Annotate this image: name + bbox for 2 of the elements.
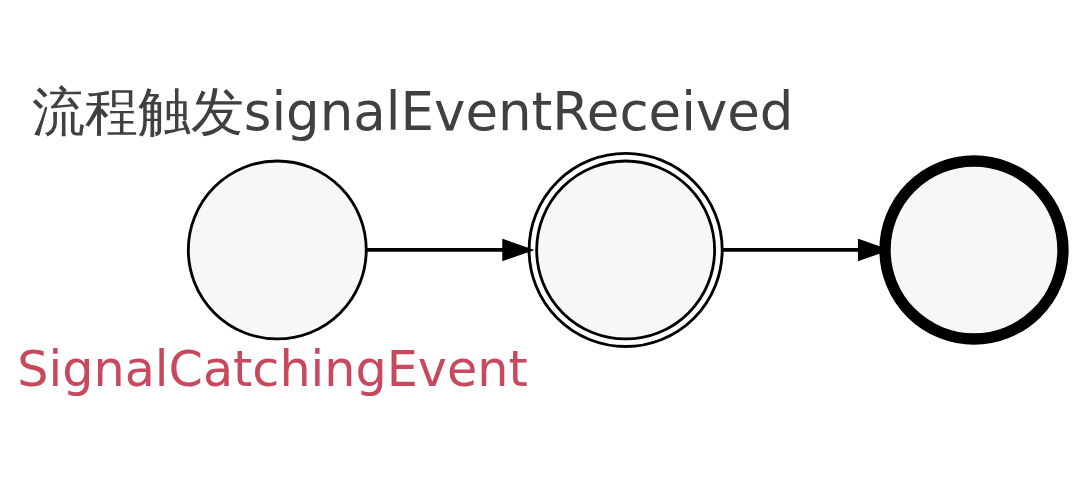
diagram-title: 流程触发signalEventReceived (31, 80, 794, 143)
node-label: SignalCatchingEvent (17, 339, 528, 398)
